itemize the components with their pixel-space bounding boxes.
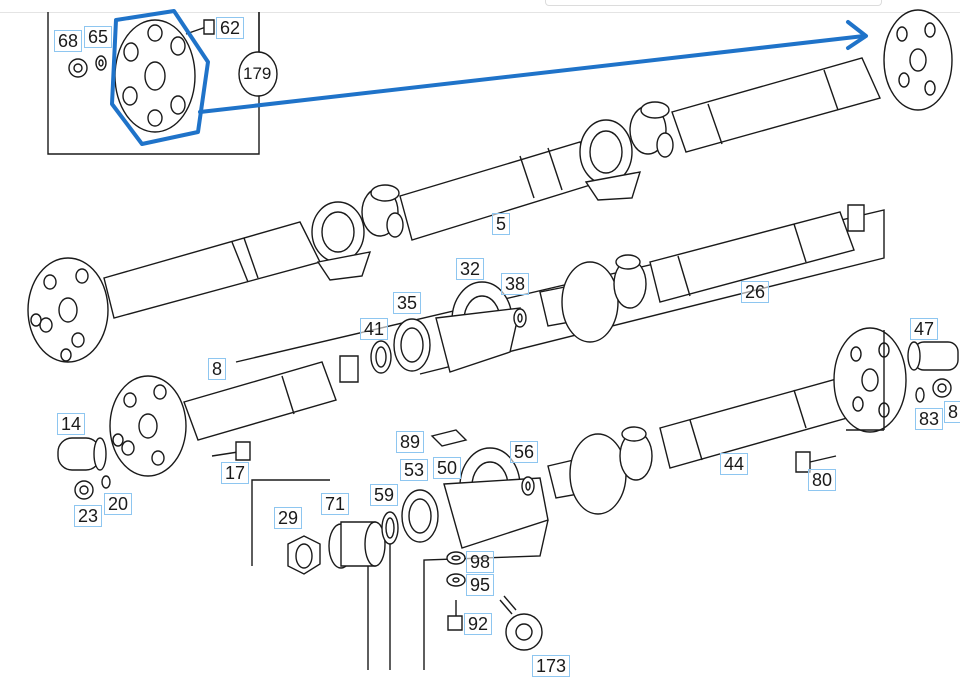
- callout-71: 71: [321, 493, 350, 515]
- shaft-8: [58, 356, 358, 499]
- callout-23: 23: [74, 505, 103, 527]
- callout-92: 92: [464, 613, 493, 635]
- callout-53: 53: [400, 459, 429, 481]
- ref-circle-179: [239, 52, 277, 96]
- callout-29: 29: [274, 507, 303, 529]
- callout-47: 47: [910, 318, 939, 340]
- browser-top-strip: [0, 0, 960, 13]
- callout-20: 20: [104, 493, 133, 515]
- callout-32: 32: [456, 258, 485, 280]
- callout-179: 179: [243, 64, 272, 83]
- callout-59: 59: [370, 484, 399, 506]
- highlight-annotation: [112, 11, 866, 144]
- callout-65: 65: [84, 26, 113, 48]
- callout-44: 44: [720, 453, 749, 475]
- callout-68: 68: [54, 30, 83, 52]
- callout-41: 41: [360, 318, 389, 340]
- callout-56: 56: [510, 441, 539, 463]
- callout-89: 89: [396, 431, 425, 453]
- callout-5: 5: [492, 213, 511, 235]
- inset-detail-box: [48, 12, 277, 154]
- callout-50: 50: [433, 457, 462, 479]
- callout-83: 83: [915, 408, 944, 430]
- shaft-5: [28, 10, 952, 362]
- callout-14: 14: [57, 413, 86, 435]
- callout-38: 38: [501, 273, 530, 295]
- callout-62: 62: [216, 17, 245, 39]
- callout-8: 8: [208, 358, 227, 380]
- callout-8-right: 8: [944, 401, 960, 423]
- callout-98: 98: [466, 551, 495, 573]
- shaft-26-group: [236, 205, 884, 374]
- callout-26: 26: [741, 281, 770, 303]
- highlight-outline: [112, 11, 208, 144]
- callout-95: 95: [466, 574, 495, 596]
- highlight-arrow-head: [848, 22, 866, 48]
- callout-35: 35: [393, 292, 422, 314]
- address-bar-edge: [545, 0, 882, 6]
- callout-17: 17: [221, 462, 250, 484]
- highlight-arrow-line: [200, 36, 864, 112]
- shaft-44-group: [252, 328, 958, 670]
- callout-173: 173: [532, 655, 571, 677]
- callout-80: 80: [808, 469, 837, 491]
